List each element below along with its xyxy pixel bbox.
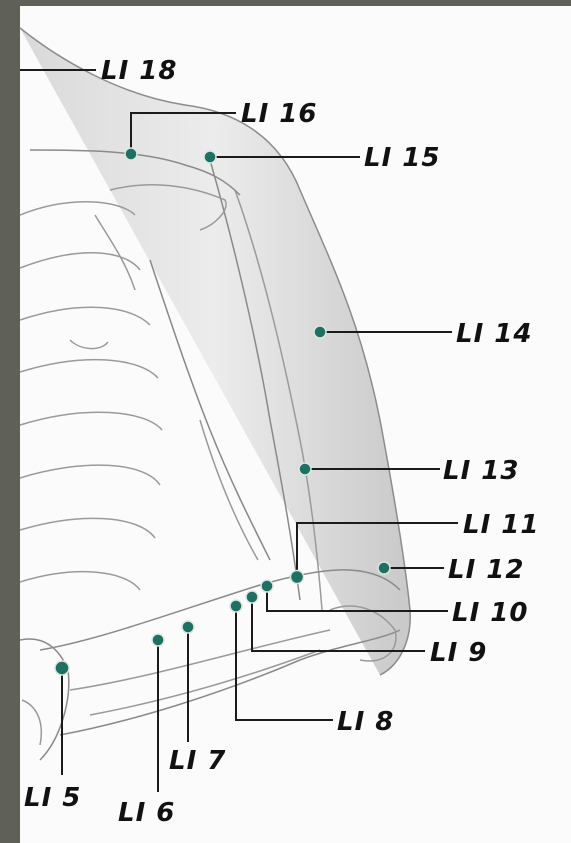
label-li5: LI 5 (24, 783, 81, 813)
label-li15: LI 15 (364, 143, 440, 173)
acupoint-li10 (261, 580, 273, 592)
acupoint-li6 (152, 634, 164, 646)
acupoint-li5 (55, 661, 69, 675)
label-li6: LI 6 (118, 798, 175, 828)
acupoint-li8 (230, 600, 242, 612)
acupoint-li14 (314, 326, 326, 338)
label-li7: LI 7 (169, 746, 226, 776)
acupoint-li12 (378, 562, 390, 574)
label-li13: LI 13 (443, 456, 519, 486)
label-li9: LI 9 (430, 638, 487, 668)
label-li14: LI 14 (456, 319, 532, 349)
label-li11: LI 11 (463, 510, 539, 540)
label-li18: LI 18 (101, 56, 177, 86)
acupoint-li15 (204, 151, 216, 163)
label-li12: LI 12 (448, 555, 524, 585)
acupoint-li7 (182, 621, 194, 633)
label-li10: LI 10 (452, 598, 528, 628)
label-li16: LI 16 (241, 99, 317, 129)
acupoint-li9 (246, 591, 258, 603)
label-li8: LI 8 (337, 707, 394, 737)
acupoint-li16 (125, 148, 137, 160)
acupoint-li13 (299, 463, 311, 475)
acupoint-li11 (291, 571, 304, 584)
